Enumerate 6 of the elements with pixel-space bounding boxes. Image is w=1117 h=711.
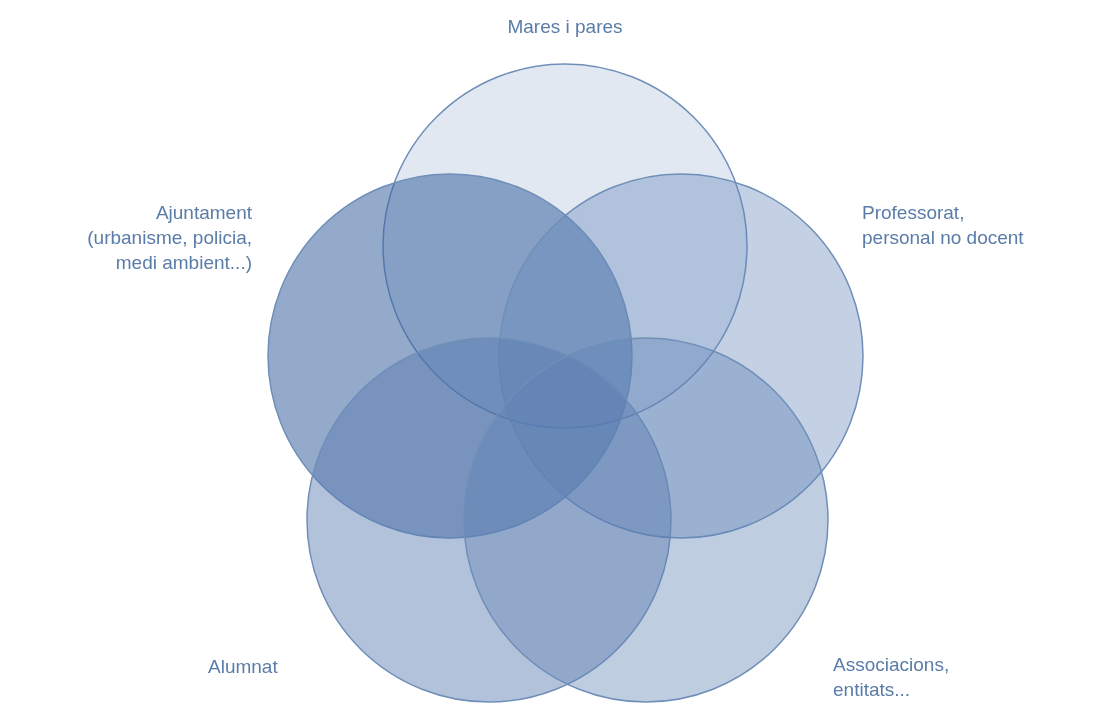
set-label: Mares i pares	[506, 15, 624, 39]
set-label: Associacions, entitats...	[833, 653, 951, 702]
set-label: Alumnat	[208, 655, 279, 679]
venn-circle	[463, 337, 829, 703]
set-label: Professorat, personal no docent	[862, 201, 1025, 250]
set-label: Ajuntament (urbanisme, policia, medi ambient...)	[86, 201, 252, 275]
